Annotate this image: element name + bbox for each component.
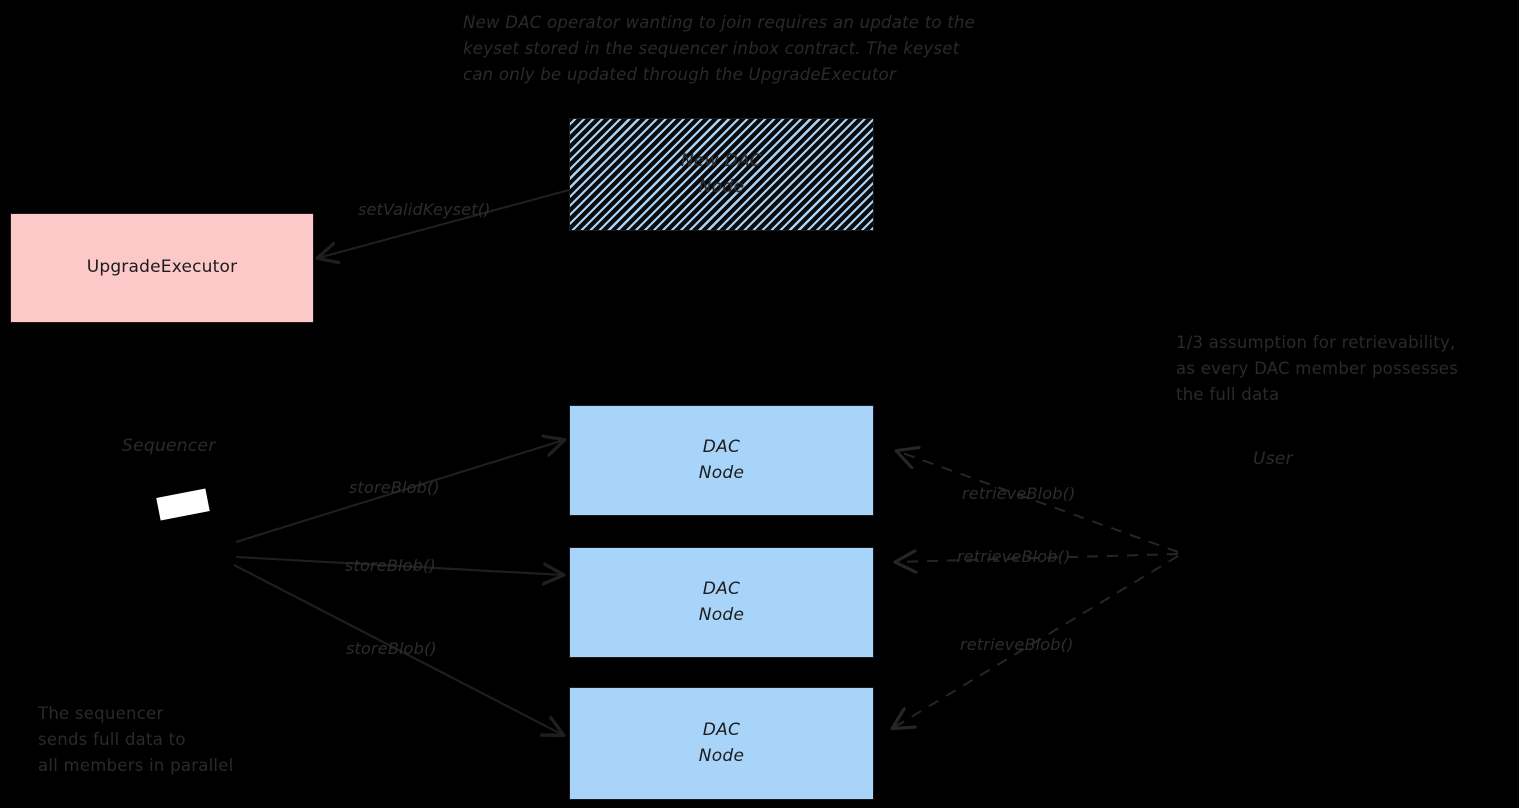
node-new-dac-node-label: New DAC Node bbox=[680, 150, 763, 197]
actor-user-label: User bbox=[1253, 449, 1293, 469]
node-dac-node-1[interactable]: DAC Node bbox=[569, 405, 874, 516]
node-upgrade-executor-label: UpgradeExecutor bbox=[86, 257, 238, 278]
node-dac-node-2-label: DAC Node bbox=[698, 578, 745, 625]
edge-label-retrieve-blob-1: retrieveBlob() bbox=[962, 484, 1076, 503]
edge-label-store-blob-2: storeBlob() bbox=[345, 556, 436, 575]
node-upgrade-executor[interactable]: UpgradeExecutor bbox=[10, 213, 314, 323]
annotation-bottom-left-note: The sequencer sends full data to all mem… bbox=[38, 704, 234, 776]
annotation-right-note: 1/3 assumption for retrievability, as ev… bbox=[1176, 333, 1459, 405]
node-dac-node-1-label: DAC Node bbox=[698, 436, 745, 483]
annotation-top-note: New DAC operator wanting to join require… bbox=[463, 13, 976, 85]
actor-sequencer-label: Sequencer bbox=[122, 436, 216, 456]
node-dac-node-3[interactable]: DAC Node bbox=[569, 687, 874, 800]
edge-label-retrieve-blob-3: retrieveBlob() bbox=[960, 635, 1074, 654]
edge-label-retrieve-blob-2: retrieveBlob() bbox=[957, 547, 1071, 566]
edge-label-set-valid-keyset: setValidKeyset() bbox=[358, 200, 491, 219]
node-new-dac-node[interactable]: New DAC Node bbox=[569, 118, 874, 231]
node-dac-node-3-label: DAC Node bbox=[698, 719, 745, 766]
node-dac-node-2[interactable]: DAC Node bbox=[569, 547, 874, 658]
sequencer-shape-icon bbox=[156, 488, 210, 521]
edge-label-store-blob-3: storeBlob() bbox=[346, 639, 437, 658]
edge-label-store-blob-1: storeBlob() bbox=[349, 478, 440, 497]
